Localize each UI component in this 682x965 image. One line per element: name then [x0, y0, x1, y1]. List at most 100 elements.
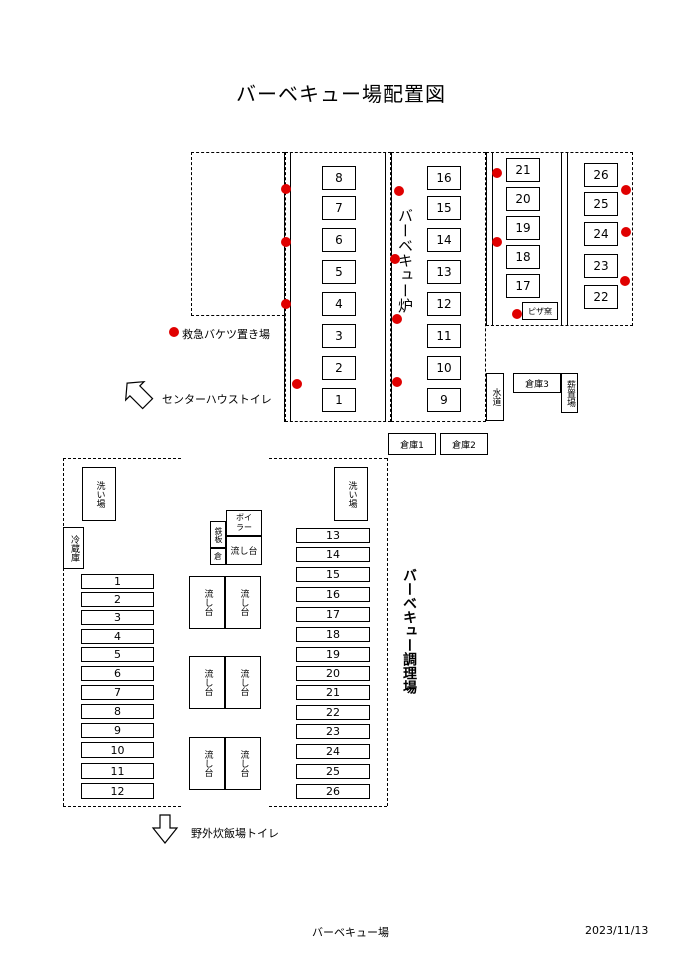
stove-12[interactable]: 12 [427, 292, 461, 316]
table-number: 6 [114, 667, 121, 680]
arrow-down-icon [151, 814, 179, 844]
stove-19[interactable]: 19 [506, 216, 540, 240]
divider-line [391, 152, 392, 422]
stove-18[interactable]: 18 [506, 245, 540, 269]
cooking-table-1[interactable]: 1 [81, 574, 154, 589]
pizza-oven[interactable]: ピザ窯 [522, 302, 558, 320]
firewood-storage[interactable]: 薪置場 [561, 373, 578, 413]
stove-3[interactable]: 3 [322, 324, 356, 348]
stove-number: 12 [436, 297, 452, 311]
table-number: 13 [326, 529, 340, 542]
cooking-table-14[interactable]: 14 [296, 547, 370, 562]
stove-number: 13 [436, 265, 452, 279]
bucket-marker [281, 237, 291, 247]
table-number: 7 [114, 686, 121, 699]
cooking-table-22[interactable]: 22 [296, 705, 370, 720]
washing-place-right[interactable]: 洗い場 [334, 467, 368, 521]
stove-20[interactable]: 20 [506, 187, 540, 211]
storage-1-label: 倉庫1 [400, 440, 424, 451]
stove-17[interactable]: 17 [506, 274, 540, 298]
firewood-label: 薪置場 [565, 379, 575, 407]
cooking-table-15[interactable]: 15 [296, 567, 370, 582]
stove-9[interactable]: 9 [427, 388, 461, 412]
stove-23[interactable]: 23 [584, 254, 618, 278]
cooking-table-12[interactable]: 12 [81, 783, 154, 799]
iron-plate[interactable]: 鉄板 [210, 521, 226, 548]
border-top-right [269, 458, 387, 459]
cooking-table-26[interactable]: 26 [296, 784, 370, 799]
stove-4[interactable]: 4 [322, 292, 356, 316]
stove-number: 7 [335, 201, 343, 215]
sink-table[interactable]: 流し台 [189, 737, 225, 790]
cooking-table-5[interactable]: 5 [81, 647, 154, 662]
washing-place-left[interactable]: 洗い場 [82, 467, 116, 521]
sink-table[interactable]: 流し台 [225, 737, 261, 790]
water-tap[interactable]: 水道 [486, 373, 504, 421]
table-number: 14 [326, 548, 340, 561]
table-number: 26 [326, 785, 340, 798]
cooking-table-3[interactable]: 3 [81, 610, 154, 625]
table-number: 20 [326, 667, 340, 680]
stove-16[interactable]: 16 [427, 166, 461, 190]
stove-15[interactable]: 15 [427, 196, 461, 220]
refrigerator[interactable]: 冷蔵庫 [63, 527, 84, 569]
stove-14[interactable]: 14 [427, 228, 461, 252]
cooking-table-13[interactable]: 13 [296, 528, 370, 543]
table-number: 4 [114, 630, 121, 643]
stove-number: 22 [593, 290, 609, 304]
cooking-table-7[interactable]: 7 [81, 685, 154, 700]
cooking-table-19[interactable]: 19 [296, 647, 370, 662]
sink-table-label: 流し台 [238, 589, 249, 616]
legend-bucket-dot [169, 327, 179, 337]
stove-6[interactable]: 6 [322, 228, 356, 252]
cooking-table-16[interactable]: 16 [296, 587, 370, 602]
cooking-table-2[interactable]: 2 [81, 592, 154, 607]
stove-5[interactable]: 5 [322, 260, 356, 284]
cooking-table-25[interactable]: 25 [296, 764, 370, 779]
divider-line [567, 152, 568, 326]
stove-24[interactable]: 24 [584, 222, 618, 246]
stove-8[interactable]: 8 [322, 166, 356, 190]
cooking-table-23[interactable]: 23 [296, 724, 370, 739]
cooking-table-10[interactable]: 10 [81, 742, 154, 758]
sink-table-top[interactable]: 流し台 [226, 536, 262, 565]
stove-2[interactable]: 2 [322, 356, 356, 380]
cooking-table-6[interactable]: 6 [81, 666, 154, 681]
sink-table[interactable]: 流し台 [225, 576, 261, 629]
sink-table[interactable]: 流し台 [225, 656, 261, 709]
small-warehouse[interactable]: 倉 [210, 548, 226, 565]
stove-22[interactable]: 22 [584, 285, 618, 309]
cooking-table-8[interactable]: 8 [81, 704, 154, 719]
stove-1[interactable]: 1 [322, 388, 356, 412]
stove-10[interactable]: 10 [427, 356, 461, 380]
stove-number: 15 [436, 201, 452, 215]
cooking-table-11[interactable]: 11 [81, 763, 154, 779]
storage-1[interactable]: 倉庫1 [388, 433, 436, 455]
stove-25[interactable]: 25 [584, 192, 618, 216]
stove-26[interactable]: 26 [584, 163, 618, 187]
stove-number: 26 [593, 168, 609, 182]
cooking-table-18[interactable]: 18 [296, 627, 370, 642]
stove-11[interactable]: 11 [427, 324, 461, 348]
cooking-table-20[interactable]: 20 [296, 666, 370, 681]
stove-7[interactable]: 7 [322, 196, 356, 220]
storage-2[interactable]: 倉庫2 [440, 433, 488, 455]
pizza-oven-label: ピザ窯 [528, 306, 552, 316]
stove-number: 19 [515, 221, 531, 235]
sink-table[interactable]: 流し台 [189, 656, 225, 709]
storage-3[interactable]: 倉庫3 [513, 373, 561, 393]
cooking-table-9[interactable]: 9 [81, 723, 154, 738]
stove-13[interactable]: 13 [427, 260, 461, 284]
cooking-table-4[interactable]: 4 [81, 629, 154, 644]
cooking-table-17[interactable]: 17 [296, 607, 370, 622]
sink-table[interactable]: 流し台 [189, 576, 225, 629]
border-bottom-right [269, 806, 387, 807]
bucket-marker [492, 237, 502, 247]
stove-21[interactable]: 21 [506, 158, 540, 182]
table-number: 17 [326, 608, 340, 621]
table-number: 5 [114, 648, 121, 661]
cooking-table-24[interactable]: 24 [296, 744, 370, 759]
cooking-table-21[interactable]: 21 [296, 685, 370, 700]
boiler[interactable]: ボイラー [226, 510, 262, 536]
